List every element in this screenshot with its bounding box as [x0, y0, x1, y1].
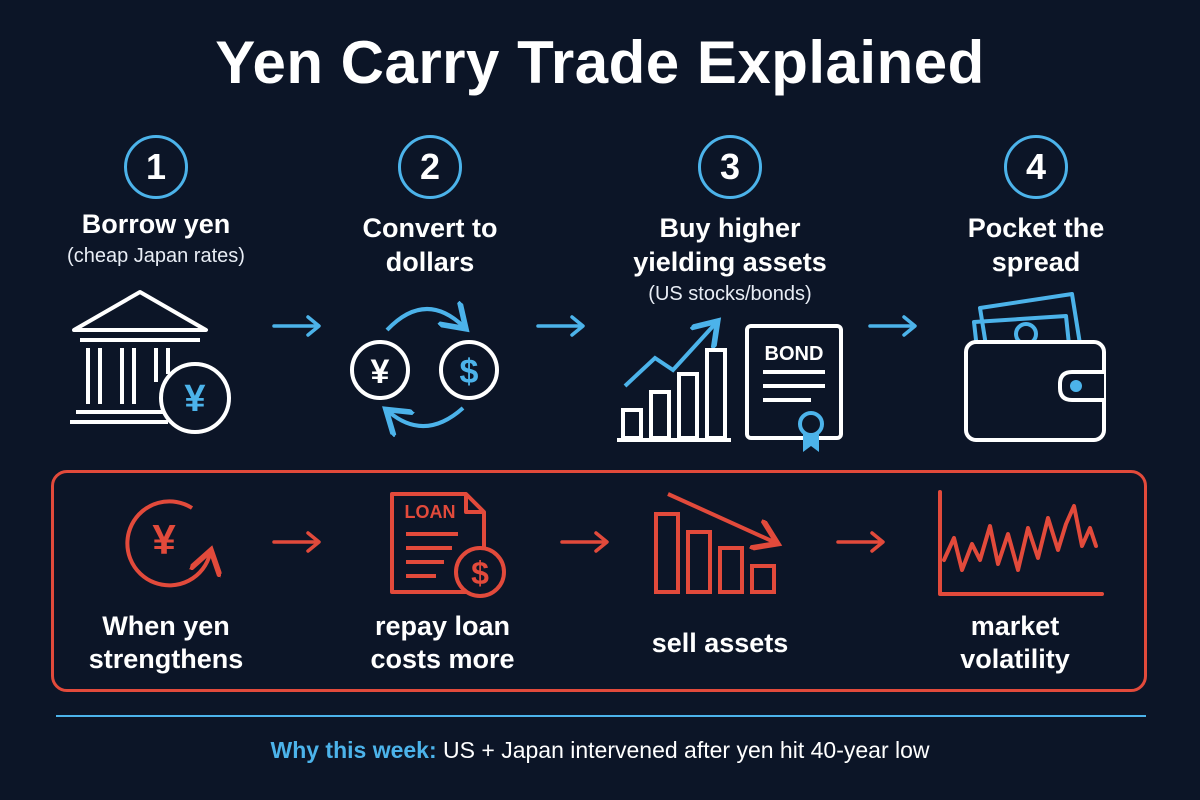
yen-dollar-exchange-icon: ¥ $ [350, 292, 499, 442]
risk-label: sell assets [651, 628, 789, 658]
falling-bars-icon [654, 492, 790, 594]
step-2: 2 Convert to dollars [300, 135, 560, 279]
loan-document-icon: LOAN $ [390, 492, 506, 598]
step-title: Pocket the spread [967, 213, 1105, 277]
step-4: 4 Pocket the spread [906, 135, 1166, 279]
footer-note: Why this week: US + Japan intervened aft… [0, 735, 1200, 765]
wallet-cash-icon [964, 292, 1106, 442]
svg-text:$: $ [471, 555, 489, 591]
step-subtitle: (US stocks/bonds) [648, 283, 812, 305]
step-1: 1 Borrow yen (cheap Japan rates) [26, 135, 286, 269]
risk-label: repay loan costs more [370, 611, 515, 674]
svg-text:¥: ¥ [152, 516, 176, 563]
risk-panel [51, 470, 1147, 692]
loan-label: LOAN [405, 502, 456, 522]
risk-label: market volatility [960, 611, 1070, 674]
arrow-right-icon [836, 531, 885, 553]
step-3: 3 Buy higher yielding assets (US stocks/… [600, 135, 860, 307]
step-number: 4 [1004, 135, 1068, 199]
arrow-right-icon [868, 315, 917, 337]
svg-text:¥: ¥ [184, 378, 205, 420]
svg-text:$: $ [460, 353, 479, 391]
risk-label: When yen strengthens [88, 611, 244, 674]
volatile-line-icon [938, 490, 1104, 596]
arrow-right-icon [272, 531, 321, 553]
step-title: Convert to dollars [362, 213, 498, 277]
footer-text: US + Japan intervened after yen hit 40-y… [436, 737, 930, 763]
step-title: Buy higher yielding assets [633, 213, 827, 277]
bond-label: BOND [765, 343, 824, 365]
step-number: 1 [124, 135, 188, 199]
yen-rising-icon: ¥ [125, 499, 232, 588]
divider [56, 715, 1146, 717]
chart-and-bond-icon: BOND [617, 312, 843, 452]
bank-yen-icon: ¥ [70, 290, 231, 434]
step-subtitle: (cheap Japan rates) [67, 245, 245, 267]
arrow-right-icon [560, 531, 609, 553]
svg-text:¥: ¥ [371, 353, 390, 391]
page-title: Yen Carry Trade Explained [215, 29, 985, 96]
footer-highlight: Why this week: [270, 737, 437, 763]
step-title: Borrow yen [81, 209, 231, 239]
arrow-right-icon [536, 315, 585, 337]
step-number: 3 [698, 135, 762, 199]
arrow-right-icon [272, 315, 321, 337]
step-number: 2 [398, 135, 462, 199]
